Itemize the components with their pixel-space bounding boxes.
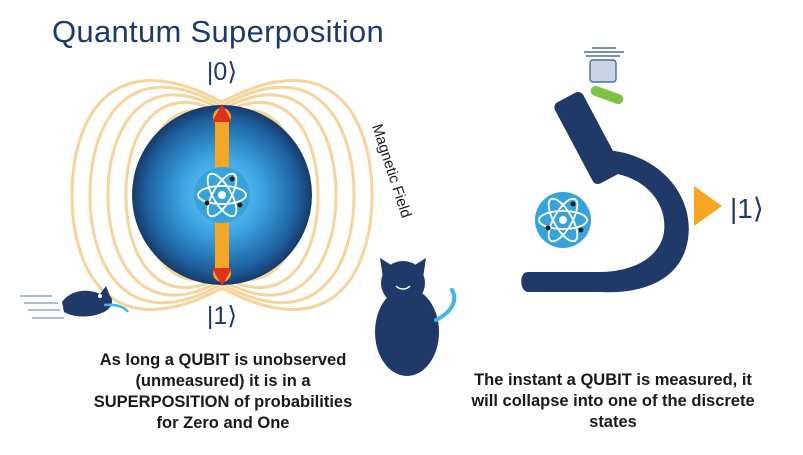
superposition-caption-line: for Zero and One	[156, 414, 290, 432]
field-line-left-2	[124, 101, 223, 289]
measurement-caption-line: The instant a QUBIT is measured, it	[474, 371, 752, 389]
microscope-arm	[521, 150, 689, 293]
measured-atom-icon	[535, 192, 591, 248]
measurement-caption: The instant a QUBIT is measured, it will…	[428, 370, 798, 433]
superposition-caption-line: (unmeasured) it is in a	[135, 372, 311, 390]
field-line-left-4	[88, 85, 223, 305]
running-cat-icon	[20, 286, 130, 319]
field-line-right-2	[221, 101, 320, 289]
atom-icon	[194, 167, 250, 223]
field-line-left-5	[70, 79, 223, 311]
superposition-caption-line: As long a QUBIT is unobserved	[99, 351, 347, 369]
page-title: Quantum Superposition	[52, 14, 384, 49]
state-one-label: |1⟩	[207, 302, 237, 330]
magnetic-field-label: Magnetic Field	[368, 122, 414, 220]
microscope-stage-light	[590, 85, 624, 105]
microscope-eyepiece-icon	[584, 47, 624, 83]
result-arrow-icon	[694, 186, 722, 226]
sitting-cat-icon	[375, 258, 457, 376]
magnetic-field-lines	[70, 79, 374, 311]
microscope-tube	[554, 91, 622, 185]
superposition-caption-line: SUPERPOSITION of probabilities	[93, 393, 353, 411]
measurement-caption-line: states	[589, 413, 637, 431]
field-line-right-4	[221, 85, 356, 305]
microscope-icon	[521, 47, 689, 293]
superposition-caption: As long a QUBIT is unobserved (unmeasure…	[38, 350, 408, 434]
state-zero-label: |0⟩	[207, 58, 237, 86]
field-line-right-3	[221, 93, 338, 297]
field-line-left-3	[106, 93, 223, 297]
measured-state-label: |1⟩	[730, 193, 764, 224]
field-line-right-5	[221, 79, 374, 311]
measurement-caption-line: will collapse into one of the discrete	[471, 392, 755, 410]
